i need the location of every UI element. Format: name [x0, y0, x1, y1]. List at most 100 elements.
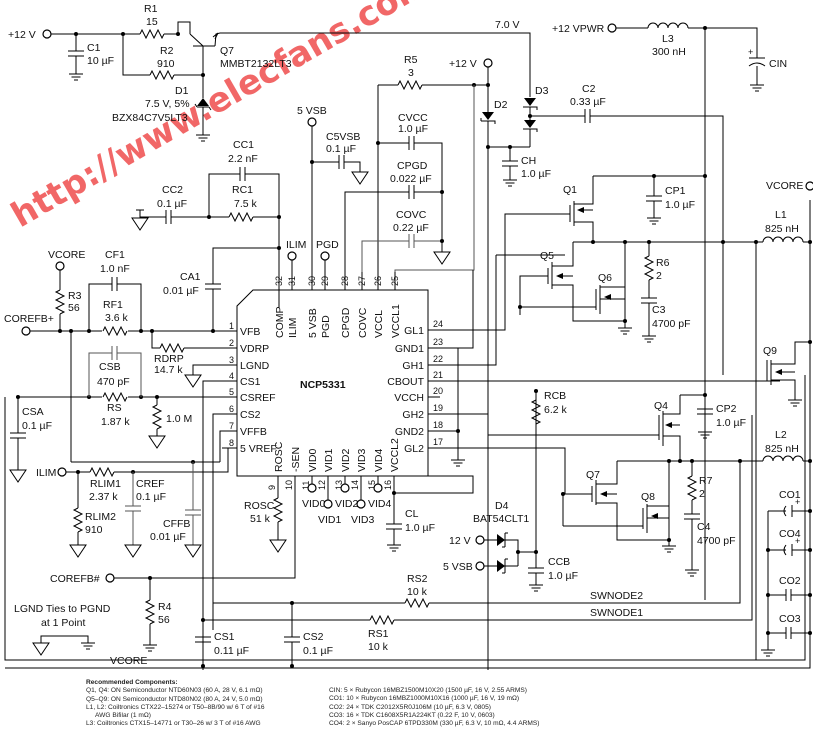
- q6-ref: Q6: [598, 272, 612, 284]
- pin-number: 5: [229, 387, 234, 397]
- net-7v-label: 7.0 V: [495, 19, 520, 31]
- r7-ref: R7: [699, 475, 713, 487]
- l2-ref: L2: [775, 429, 787, 441]
- c1-ref: C1: [87, 42, 101, 54]
- pin-label: PGD: [320, 315, 332, 338]
- co3-ref: CO3: [779, 613, 801, 625]
- pin-label: VID1: [323, 448, 335, 472]
- pin-label: VDRP: [240, 343, 269, 355]
- net-12v-r5-label: +12 V: [449, 58, 477, 70]
- pin-label: COMP: [274, 307, 286, 339]
- cc1-ref: CC1: [233, 139, 254, 151]
- cs1-value: 0.11 µF: [214, 645, 249, 657]
- rdrp-ref: RDRP: [154, 353, 184, 365]
- pin-number: 11: [301, 481, 311, 490]
- pin-label: VCCL2: [389, 438, 401, 472]
- rs1-ref: RS1: [368, 628, 389, 640]
- c5vsb-ref: C5VSB: [326, 131, 360, 143]
- pin-label: VCCL1: [390, 304, 402, 338]
- pin-number: 14: [350, 480, 360, 490]
- rc1-value: 7.5 k: [234, 198, 258, 210]
- co4-ref: CO4: [779, 528, 801, 540]
- pin-number: 4: [229, 371, 234, 381]
- pin-number: 21: [433, 370, 443, 380]
- pin-number: 20: [433, 386, 443, 396]
- recommended-components-left: Recommended Components: Q1, Q4: ON Semic…: [86, 679, 265, 729]
- rlim2-value: 910: [85, 524, 103, 536]
- pin-label: CSREF: [240, 392, 276, 404]
- cffb-value: 0.01 µF: [150, 531, 186, 543]
- pin-label: GL2: [404, 443, 424, 455]
- r7-value: 2: [699, 488, 705, 500]
- pin-number: 23: [433, 337, 443, 347]
- pin-label: GND2: [395, 426, 424, 438]
- vid1-label: VID1: [318, 514, 342, 526]
- q7-top-ref: Q7: [220, 45, 234, 57]
- net-swnode2-label: SWNODE2: [590, 590, 643, 602]
- cref-ref: CREF: [136, 478, 165, 490]
- pin-number: 28: [340, 276, 350, 286]
- pin-label: COVC: [357, 307, 369, 338]
- l3-value: 300 nH: [652, 46, 686, 58]
- pin-number: 32: [274, 276, 284, 286]
- pin-label: 5 VREF: [240, 443, 277, 455]
- net-ilim-left-label: ILIM: [36, 467, 56, 479]
- pin-label: VID0: [307, 448, 319, 472]
- cc2-value: 0.1 µF: [157, 198, 187, 210]
- r1-ref: R1: [144, 3, 158, 15]
- vid-terminals: VID0 VID1 VID2 VID3 VID4 CL 1.0 µF: [302, 475, 474, 552]
- pin-number: 22: [433, 354, 443, 364]
- net-swnode1-label: SWNODE1: [590, 607, 643, 619]
- rec-left-line: AWG Bifilar (1 mΩ): [95, 712, 151, 720]
- pin-number: 30: [307, 276, 317, 286]
- pin-label: CS1: [240, 376, 261, 388]
- pin-label: VCCL: [373, 310, 385, 338]
- bootstrap-section: D4 BAT54CLT1 12 V 5 VSB CCB 1.0 µF RCB 6…: [443, 389, 578, 592]
- r6-ref: R6: [656, 257, 670, 269]
- net-12v-label: +12 V: [8, 29, 36, 41]
- pin-number: 19: [433, 403, 443, 413]
- r6-value: 2: [656, 270, 662, 282]
- r5-ref: R5: [404, 54, 418, 66]
- cp2-ref: CP2: [716, 403, 737, 415]
- rec-left-line: Q5–Q9: ON Semiconductor NTD80N02 (80 A, …: [86, 695, 263, 703]
- pin-number: 15: [367, 480, 377, 490]
- r1-value: 15: [146, 16, 158, 28]
- pin-number: 2: [229, 338, 234, 348]
- rec-right-line: CIN: 5 × Rubycon 16MBZ1500M10X20 (1500 µ…: [329, 687, 527, 694]
- svg-text:+: +: [795, 536, 800, 546]
- csb-value: 470 pF: [97, 376, 130, 388]
- l1-value: 825 nH: [765, 223, 799, 235]
- cp1-value: 1.0 µF: [665, 199, 695, 211]
- pin-number: 16: [383, 480, 393, 490]
- r4-value: 56: [158, 614, 170, 626]
- q7-top-value: MMBT2132LT3: [220, 58, 292, 70]
- r2-value: 910: [157, 58, 175, 70]
- net-5vsb-label: 5 VSB: [297, 105, 327, 117]
- output-capacitors: + CO1 + CO4 CO2 CO3: [760, 489, 812, 657]
- rs-value: 1.87 k: [101, 416, 130, 428]
- pin-number: 18: [433, 420, 443, 430]
- feedback-network: VCORE R3 56 COREFB+ CF1 1.0 nF RF1 3.6 k…: [4, 249, 806, 670]
- c4-value: 4700 pF: [697, 535, 736, 547]
- pin-number: 6: [229, 404, 234, 414]
- power-input-section: +12 VPWR L3 300 nH + CIN: [552, 22, 787, 600]
- rec-right-line: CO3: 16 × TDK C1608X5R1A224KT (0.22 F, 1…: [329, 711, 495, 719]
- net-vcore-bottom-label: VCORE: [110, 655, 147, 667]
- net-corefb-hash-label: COREFB#: [50, 573, 100, 585]
- csa-value: 0.1 µF: [22, 420, 52, 432]
- rail-7v: 7.0 V: [480, 19, 531, 97]
- rlim2-ref: RLIM2: [85, 511, 116, 523]
- pin-number: 25: [390, 276, 400, 286]
- r3-value: 56: [68, 302, 80, 314]
- rlim1-ref: RLIM1: [90, 478, 121, 490]
- cref-value: 0.1 µF: [136, 491, 166, 503]
- net-pgd-label: PGD: [316, 239, 339, 251]
- pin-number: 27: [357, 276, 367, 286]
- q9-ref: Q9: [763, 345, 777, 357]
- note-line2: at 1 Point: [41, 617, 85, 629]
- pin-number: 1: [229, 321, 234, 331]
- q1-ref: Q1: [563, 184, 577, 196]
- cvcc-ref: CVCC: [398, 112, 428, 124]
